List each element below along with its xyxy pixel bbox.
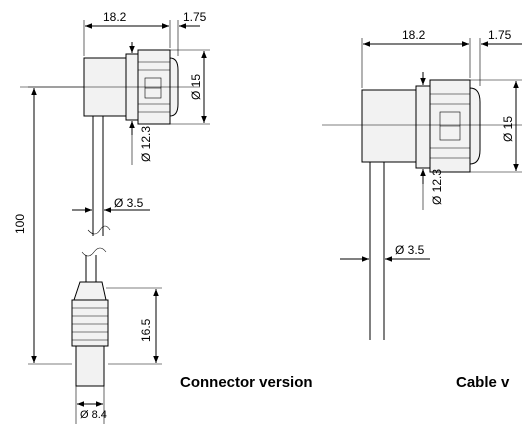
connector-dim-plug-length: 16.5 [139, 318, 153, 342]
cable-cap [469, 87, 481, 165]
connector-version-drawing: 18.2 1.75 Ø 15 Ø 12.3 Ø 3.5 100 16.5 [13, 10, 313, 424]
connector-dim-cap: 1.75 [183, 10, 207, 24]
connector-dim-diameter-head: Ø 15 [189, 74, 203, 100]
cable-dim-cap: 1.75 [488, 28, 512, 42]
connector-dim-diameter-inner: Ø 12.3 [139, 126, 153, 162]
cable-dim-cable: Ø 3.5 [395, 243, 425, 257]
cable-nut [429, 79, 471, 173]
connector-dim-plug-diameter: Ø 8.4 [80, 409, 107, 421]
connector-dim-length: 100 [13, 214, 27, 234]
cable-housing [361, 89, 417, 163]
cable-dim-width: 18.2 [402, 28, 426, 42]
cable-version-drawing: 18.2 1.75 Ø 15 Ø 12.3 Ø 3.5 Cable v [322, 28, 522, 391]
cable-dim-diameter-inner: Ø 12.3 [430, 169, 444, 205]
cable-dim-diameter-head: Ø 15 [501, 116, 515, 142]
cable-caption: Cable v [456, 374, 510, 391]
connector-dim-cable: Ø 3.5 [114, 196, 144, 210]
connector-dim-width: 18.2 [103, 10, 127, 24]
connector-caption: Connector version [180, 374, 313, 391]
cable-collar [415, 85, 431, 169]
break-mark-upper [87, 225, 111, 235]
break-mark-lower [81, 247, 107, 257]
connector-plug [71, 281, 109, 387]
